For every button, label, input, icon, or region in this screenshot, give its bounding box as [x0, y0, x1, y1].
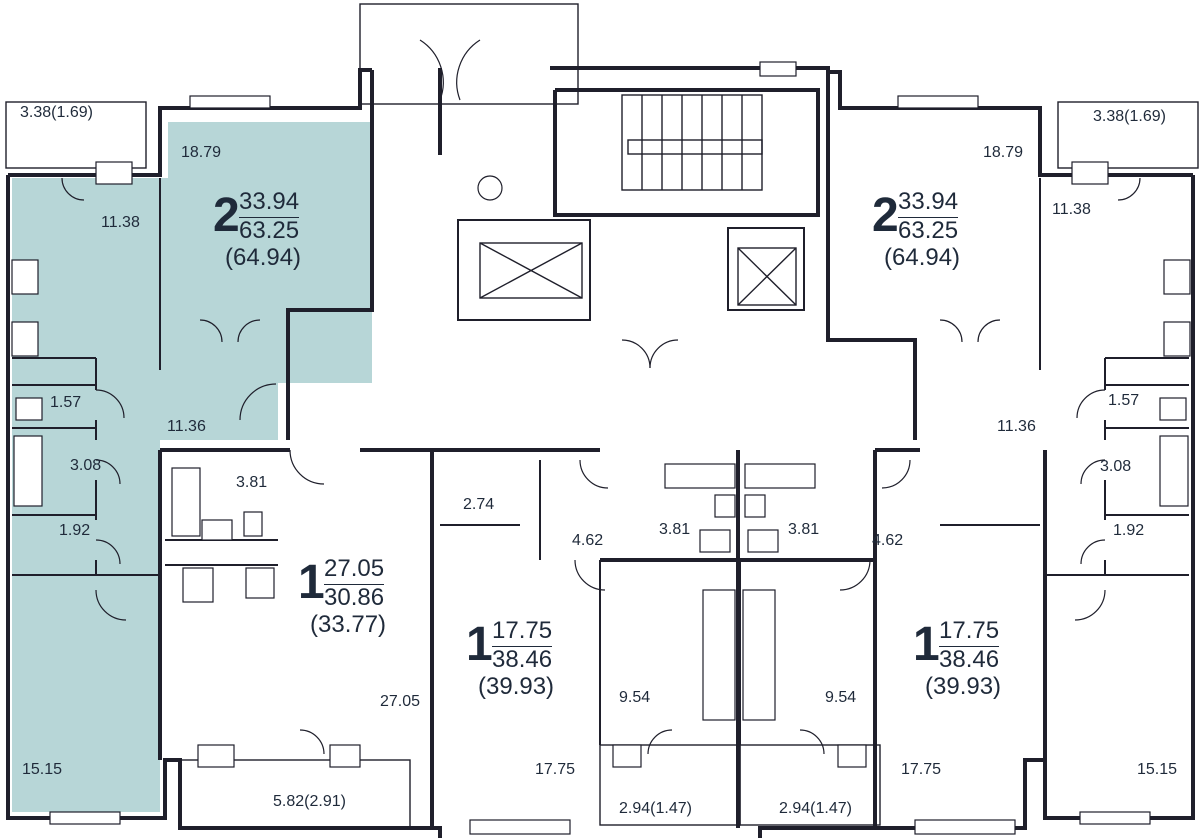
area-closet-a4: 2.74 [463, 496, 495, 513]
area-hall-left: 11.36 [167, 418, 206, 435]
area-room-left-upper: 18.79 [181, 144, 222, 161]
area-kitchen-a5: 9.54 [825, 689, 857, 706]
area-closet-left: 1.92 [59, 522, 91, 539]
balcony-a3-frame [179, 759, 411, 829]
apt-a4-rooms: 1 [466, 618, 493, 671]
area-wc-right: 1.57 [1108, 392, 1140, 409]
area-room-right-lower: 15.15 [1137, 761, 1178, 778]
apt-a5-rooms: 1 [913, 618, 940, 671]
interior-walls-left [12, 178, 161, 576]
apt-a2-area-with-balcony: (64.94) [884, 244, 961, 271]
area-room-a3: 27.05 [380, 693, 421, 710]
area-balcony-a4: 2.94(1.47) [619, 800, 692, 817]
apt-a2-total-area: 63.25 [898, 217, 959, 244]
balcony-top-left-frame [5, 101, 147, 169]
area-balcony-top-right: 3.38(1.69) [1093, 108, 1166, 125]
balcony-top-right-frame [1057, 101, 1199, 169]
lower-partitions [165, 460, 1040, 745]
apt-a5-area-with-balcony: (39.93) [925, 673, 1002, 700]
apt-a3-living-area: 27.05 [324, 557, 385, 585]
balcony-a5-frame [739, 744, 881, 826]
area-balcony-a3: 5.82(2.91) [273, 793, 346, 810]
apt-a4-living-area: 17.75 [492, 619, 553, 647]
area-room-right-upper: 18.79 [983, 144, 1024, 161]
windows [49, 61, 1151, 835]
area-bath-a3: 3.81 [236, 474, 268, 491]
top-wall-right [826, 70, 1193, 440]
area-balcony-a5: 2.94(1.47) [779, 800, 852, 817]
apt-a3-rooms: 1 [298, 556, 325, 609]
staircase [621, 94, 763, 191]
apt-a1-area-with-balcony: (64.94) [225, 244, 302, 271]
area-room-left-lower: 15.15 [22, 761, 63, 778]
apt-a5-total-area: 38.46 [939, 646, 1000, 673]
apt-a1-rooms: 2 [213, 189, 240, 242]
entrance-vestibule [359, 3, 579, 105]
area-wc-left: 1.57 [50, 394, 82, 411]
area-kitchen-right: 11.38 [1052, 201, 1091, 218]
interior-walls-right [1039, 178, 1189, 576]
apt-a1-living-area: 33.94 [239, 190, 300, 218]
apt-a4-area-with-balcony: (39.93) [478, 673, 555, 700]
elevator-left [457, 219, 591, 321]
area-kitchen-a4: 9.54 [619, 689, 651, 706]
area-bath-left: 3.08 [70, 457, 102, 474]
door-swings [61, 39, 1141, 755]
area-hall-right: 11.36 [997, 418, 1036, 435]
highlighted-apartment[interactable] [12, 122, 372, 812]
ventilation-icon [477, 175, 503, 201]
apt-a3-total-area: 30.86 [324, 584, 385, 611]
apt-a2-rooms: 2 [872, 189, 899, 242]
area-room-a5: 17.75 [901, 761, 942, 778]
fixtures [11, 175, 1191, 721]
apt-a4-total-area: 38.46 [492, 646, 553, 673]
apt-a1-total-area: 63.25 [239, 217, 300, 244]
area-bath-a5: 3.81 [788, 521, 820, 538]
apt-a5-living-area: 17.75 [939, 619, 1000, 647]
area-room-a4: 17.75 [535, 761, 576, 778]
area-kitchen-left: 11.38 [101, 214, 140, 231]
area-hall-a5: 4.62 [872, 532, 904, 549]
elevator-right [727, 227, 805, 311]
area-balcony-top-left: 3.38(1.69) [20, 104, 93, 121]
apt-a2-living-area: 33.94 [898, 190, 959, 218]
area-bath-a4: 3.81 [659, 521, 691, 538]
area-bath-right: 3.08 [1100, 458, 1132, 475]
apt-a3-area-with-balcony: (33.77) [310, 611, 387, 638]
area-closet-right: 1.92 [1113, 522, 1145, 539]
area-hall-a4: 4.62 [572, 532, 604, 549]
